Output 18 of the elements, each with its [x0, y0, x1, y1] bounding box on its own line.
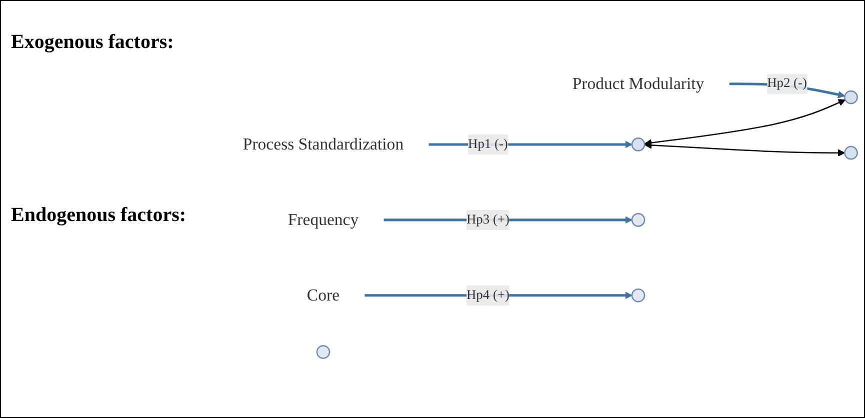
node-text: Frequency — [288, 211, 359, 230]
edge-label: Hp2 (-) — [767, 76, 807, 92]
node-circle — [844, 90, 858, 105]
edge-label: Hp4 (+) — [466, 288, 510, 303]
edge-label: Hp1 (-) — [468, 137, 508, 152]
node-text: Product Modularity — [572, 75, 704, 94]
node-text: Process Standardization — [242, 136, 404, 154]
arrow — [644, 142, 846, 158]
section-heading: Endogenous factors: — [11, 204, 188, 227]
node-circle — [844, 146, 858, 160]
node-text: Core — [306, 286, 340, 306]
node-circle — [316, 346, 330, 360]
node-circle — [631, 288, 646, 303]
node-circle — [631, 138, 646, 152]
edge-label: Hp3 (+) — [466, 212, 510, 228]
node-circle — [631, 214, 646, 228]
section-heading: Exogenous factors: — [11, 31, 175, 54]
arrow — [644, 100, 846, 147]
